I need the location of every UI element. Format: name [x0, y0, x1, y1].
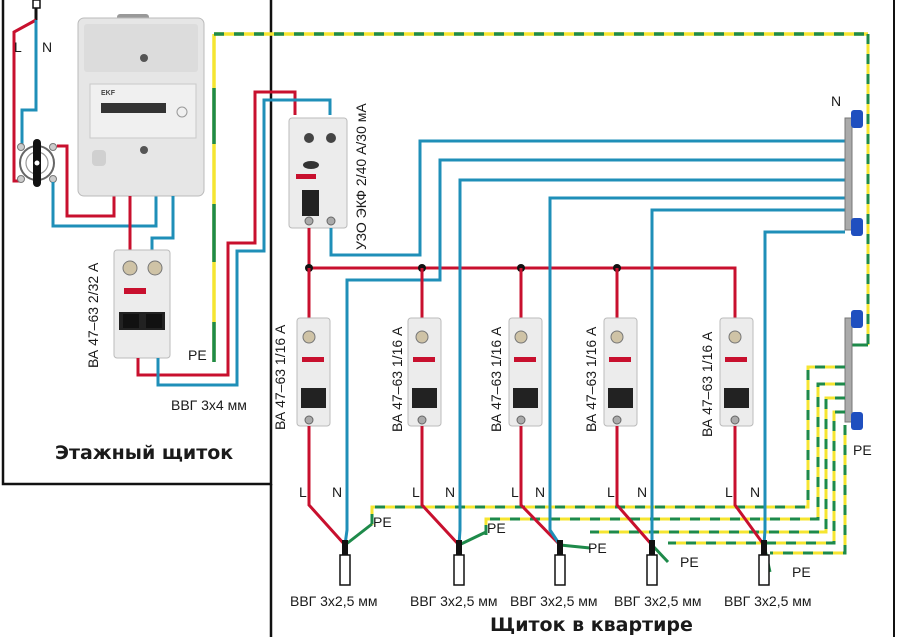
pe-label: PE — [680, 554, 699, 570]
neutral-out — [548, 490, 562, 546]
l-label: L — [725, 484, 733, 500]
rcd-label: УЗО ЭКФ 2/40 А/30 мА — [353, 103, 369, 250]
cable-label: ВВГ 3х2,5 мм — [724, 593, 812, 609]
breaker-label: ВА 47–63 1/16 А — [272, 324, 288, 430]
cable-label: ВВГ 3х2,5 мм — [614, 593, 702, 609]
l-label: L — [607, 484, 615, 500]
pe-label: PE — [188, 347, 207, 363]
breaker-label: ВА 47–63 1/16 А — [488, 326, 504, 432]
circuit-1: ВА 47–63 1/16 А L N PE ВВГ 3х2,5 мм — [272, 268, 392, 609]
floor-cable-label: ВВГ 3х4 мм — [171, 397, 247, 413]
pe-out — [458, 530, 487, 547]
cable-icon — [554, 554, 566, 586]
pe-label: PE — [588, 540, 607, 556]
phase-out — [615, 426, 654, 546]
circuit-breaker — [508, 317, 543, 427]
n-busbar — [844, 110, 863, 236]
cable-sheath-top — [649, 540, 655, 556]
cable-icon — [758, 554, 770, 586]
pe-bus-label: PE — [853, 442, 872, 458]
pe-label: PE — [487, 520, 506, 536]
neutral-out — [343, 490, 349, 546]
n-label: N — [637, 484, 647, 500]
cable-sheath-top — [456, 540, 462, 556]
phase-out — [519, 426, 562, 547]
apartment-panel-title: Щиток в квартире — [490, 614, 693, 636]
breaker-label: ВА 47–63 1/16 А — [389, 326, 405, 432]
input-n-label: N — [42, 39, 52, 55]
main-breaker — [113, 249, 171, 359]
pe-out — [559, 543, 591, 550]
input-cable — [32, 0, 41, 20]
floor-panel-title: Этажный щиток — [55, 442, 233, 464]
input-l-label: L — [14, 39, 22, 55]
n-bus-label: N — [831, 93, 841, 109]
n-label: N — [445, 484, 455, 500]
pe-distribution-wires — [370, 365, 847, 555]
phase-out — [733, 426, 766, 546]
phase-out — [420, 426, 461, 547]
main-breaker-label: ВА 47–63 2/32 А — [85, 262, 101, 368]
neutral-out — [762, 490, 767, 546]
neutral-out — [457, 490, 462, 546]
cable-label: ВВГ 3х2,5 мм — [510, 593, 598, 609]
circuit-5: ВА 47–63 1/16 А L N PE ВВГ 3х2,5 мм — [699, 268, 812, 609]
circuit-breaker — [603, 317, 638, 427]
cable-sheath-top — [342, 540, 348, 556]
cable-sheath-top — [761, 540, 767, 556]
pe-label: PE — [373, 514, 392, 530]
circuit-2: ВА 47–63 1/16 А L N PE ВВГ 3х2,5 мм — [389, 268, 506, 609]
cable-icon — [339, 554, 351, 586]
meter-to-main-breaker-wires — [128, 196, 175, 250]
neutral-circuit-wires — [345, 158, 845, 490]
l-label: L — [299, 484, 307, 500]
meter-brand: EKF — [101, 90, 116, 97]
input-neutral-wire — [20, 20, 38, 148]
l-label: L — [412, 484, 420, 500]
n-label: N — [535, 484, 545, 500]
cable-icon — [646, 554, 658, 586]
circuit-4: ВА 47–63 1/16 А L N PE ВВГ 3х2,5 мм — [583, 268, 702, 609]
rcd-neutral-out — [329, 139, 845, 257]
breaker-label: ВА 47–63 1/16 А — [699, 331, 715, 437]
electricity-meter: EKF — [77, 14, 205, 197]
pe-busbar — [844, 310, 863, 430]
pe-out — [344, 522, 373, 547]
rcd-device — [288, 117, 348, 229]
circuit-breaker — [719, 317, 754, 427]
cable-label: ВВГ 3х2,5 мм — [290, 593, 378, 609]
l-label: L — [511, 484, 519, 500]
floor-panel-frame — [1, 0, 273, 486]
n-label: N — [750, 484, 760, 500]
circuit-breaker — [407, 317, 442, 427]
switch-to-meter-wires — [51, 144, 158, 228]
main-breaker-out-wires — [136, 90, 332, 387]
n-label: N — [332, 484, 342, 500]
cable-sheath-top — [557, 540, 563, 556]
phase-out — [307, 426, 347, 547]
cable-label: ВВГ 3х2,5 мм — [410, 593, 498, 609]
apartment-panel-frame — [269, 0, 895, 637]
breaker-label: ВА 47–63 1/16 А — [583, 326, 599, 432]
pe-label: PE — [792, 564, 811, 580]
circuit-breaker — [296, 317, 331, 427]
cable-icon — [453, 554, 465, 586]
input-switch — [17, 139, 57, 187]
pe-riser — [212, 32, 870, 362]
